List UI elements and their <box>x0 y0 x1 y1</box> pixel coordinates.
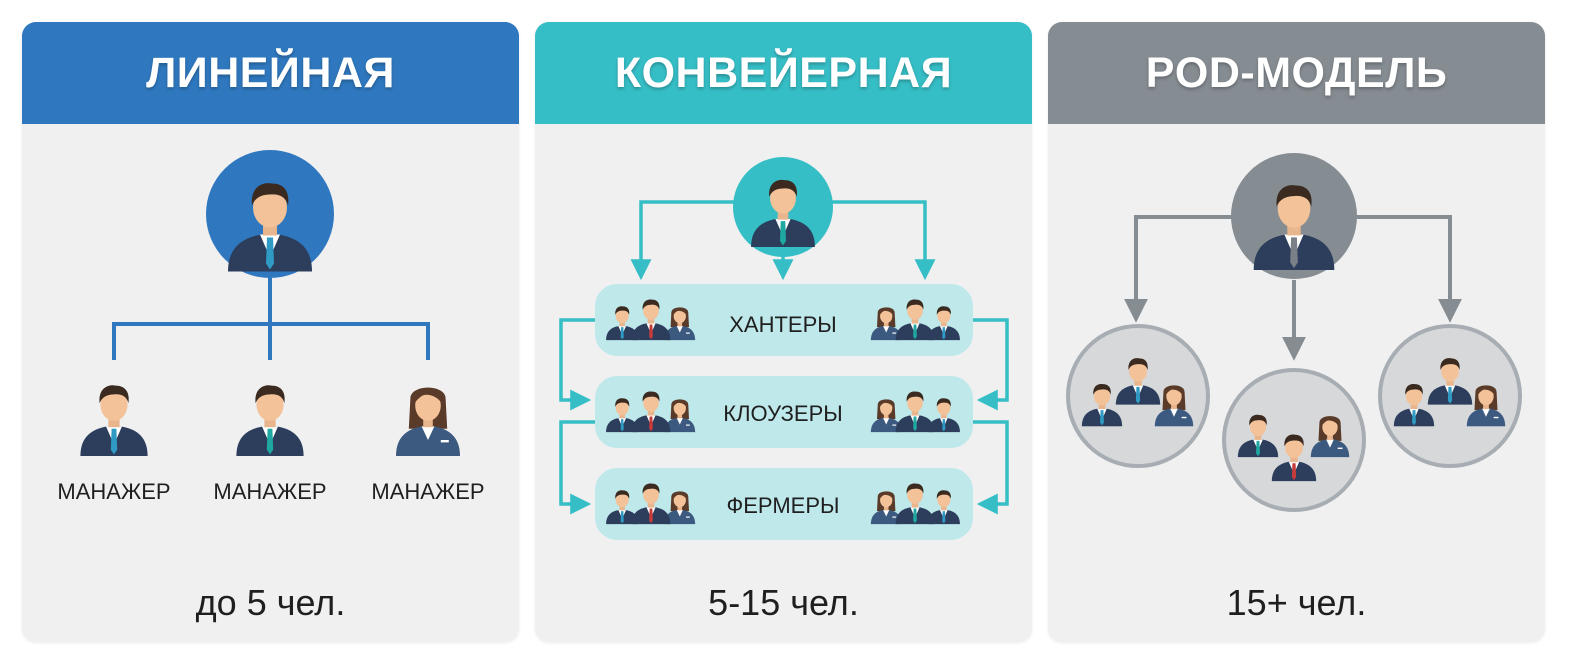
head-person-icon <box>1231 153 1357 279</box>
manager-person-icon <box>236 385 303 456</box>
linear-hierarchy-diagram <box>22 150 519 642</box>
conveyor-model-title: КОНВЕЙЕРНАЯ <box>614 48 953 97</box>
conveyor-model-card: КОНВЕЙЕРНАЯ ХАНТЕРЫ КЛОУЗЕРЫ ФЕРМЕРЫ <box>535 22 1032 642</box>
pod-arrows <box>1124 215 1462 361</box>
linear-model-card: ЛИНЕЙНАЯ МАНАЖЕР МАНАЖЕР МАНАЖЕР до 5 че… <box>22 22 519 642</box>
pod-circle <box>1378 324 1522 468</box>
pod-circle <box>1222 368 1366 512</box>
pod-structure-diagram <box>1066 153 1522 512</box>
pod-team-size: 15+ чел. <box>1226 582 1367 623</box>
role-label-closers: КЛОУЗЕРЫ <box>723 401 843 426</box>
linear-model-header: ЛИНЕЙНАЯ <box>22 22 519 124</box>
head-person-icon <box>733 157 833 257</box>
role-label-hunters: ХАНТЕРЫ <box>729 312 837 337</box>
manager-person-icon <box>396 388 460 456</box>
conveyor-flow-diagram <box>559 157 1009 540</box>
pod-circle <box>1066 324 1210 468</box>
pod-model-title: POD-МОДЕЛЬ <box>1145 48 1448 97</box>
head-person-icon <box>206 150 334 278</box>
linear-team-size: до 5 чел. <box>195 582 346 623</box>
role-label-farmers: ФЕРМЕРЫ <box>726 493 840 518</box>
manager-person-icon <box>80 385 147 456</box>
conveyor-model-header: КОНВЕЙЕРНАЯ <box>535 22 1032 124</box>
manager-label: МАНАЖЕР <box>371 479 485 504</box>
pod-model-header: POD-МОДЕЛЬ <box>1048 22 1545 124</box>
linear-model-title: ЛИНЕЙНАЯ <box>146 48 395 97</box>
pod-model-card: POD-МОДЕЛЬ <box>1048 22 1545 642</box>
conveyor-team-size: 5-15 чел. <box>708 582 859 623</box>
manager-label: МАНАЖЕР <box>57 479 171 504</box>
manager-label: МАНАЖЕР <box>213 479 327 504</box>
linear-connector-lines <box>112 277 430 360</box>
